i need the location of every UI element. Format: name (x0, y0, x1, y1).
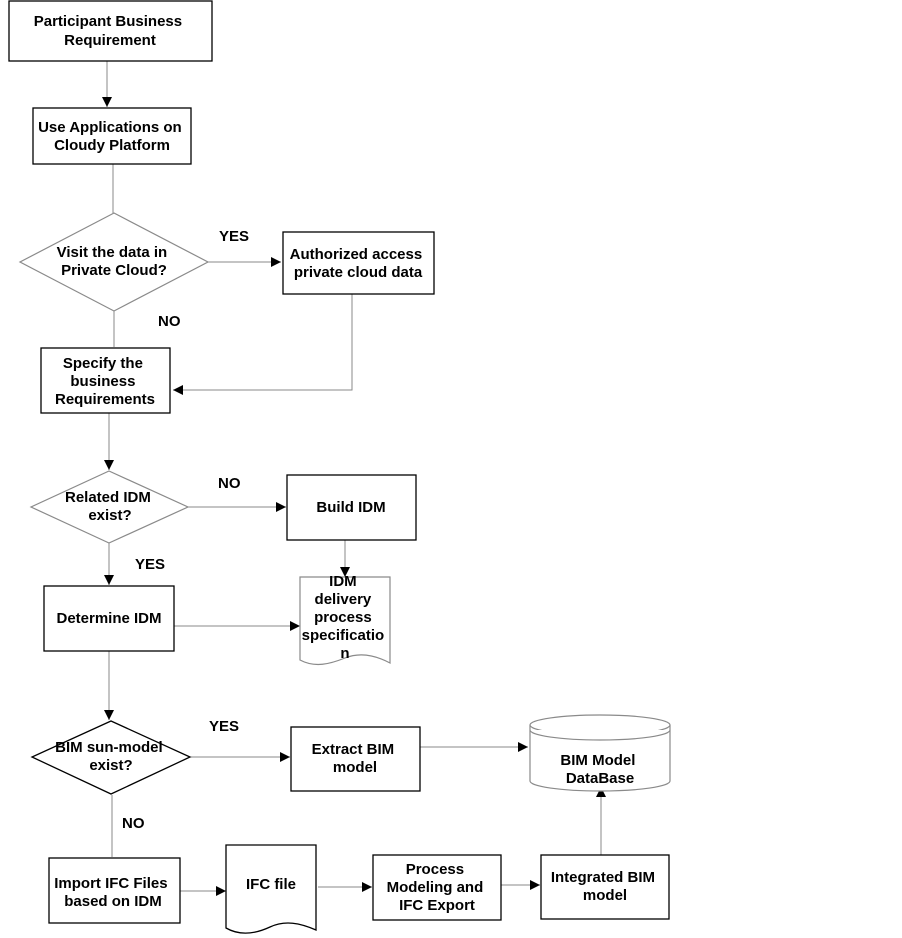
label-related-idm-exist: Related IDM exist? (65, 489, 155, 524)
label-idm-spec: IDM delivery process specificatio n (302, 573, 389, 662)
label-authorized-access: Authorized access private cloud data (290, 246, 427, 281)
edge-label-private-cloud-no: NO (158, 313, 181, 330)
node-labels: Participant Business Requirement Use App… (34, 13, 659, 914)
document-shape-idm-spec (299, 576, 391, 666)
label-determine-idm: Determine IDM (56, 610, 161, 627)
edge-authorized-to-specify (173, 294, 353, 395)
connectors (102, 61, 606, 896)
process-box-authorized-access (282, 231, 435, 295)
label-specify-requirements: Specify the business Requirements (55, 355, 155, 408)
process-box-specify-requirements (40, 347, 171, 414)
edge-label-idm-exist-no: NO (218, 475, 241, 492)
edge-label-bim-exist-no: NO (122, 815, 145, 832)
decision-diamond-bim-submodel (30, 720, 192, 795)
process-box-extract-bim (290, 726, 421, 792)
decision-diamond-related-idm (29, 470, 190, 544)
process-box-build-idm (286, 474, 417, 541)
label-import-ifc: Import IFC Files based on IDM (54, 875, 172, 910)
process-box-use-applications (32, 107, 192, 165)
database-cylinder-bim-model (529, 714, 671, 792)
process-box-determine-idm (43, 585, 175, 652)
label-bim-submodel-exist: BIM sun-model exist? (55, 739, 167, 774)
document-shape-ifc-file (225, 844, 317, 934)
decision-diamond-visit-private-cloud (18, 212, 210, 312)
shapes (8, 0, 671, 934)
label-process-modeling: Process Modeling and IFC Export (387, 861, 488, 914)
process-box-integrated-bim (540, 854, 670, 920)
label-integrated-bim: Integrated BIM model (551, 869, 659, 904)
label-visit-private-cloud: Visit the data in Private Cloud? (57, 244, 172, 279)
label-bim-database: BIM Model DataBase (560, 752, 639, 787)
edge-label-idm-exist-yes: YES (135, 556, 165, 573)
edge-label-private-cloud-yes: YES (219, 228, 249, 245)
edge-labels: YES NO NO YES YES NO (122, 228, 249, 832)
process-box-process-modeling (372, 854, 502, 921)
label-build-idm: Build IDM (316, 499, 385, 516)
label-participant-requirement: Participant Business Requirement (34, 13, 187, 49)
label-ifc-file: IFC file (246, 876, 296, 893)
label-extract-bim: Extract BIM model (312, 741, 399, 776)
process-box-import-ifc (48, 857, 181, 924)
process-box-participant-requirement (8, 0, 213, 62)
label-use-applications: Use Applications on Cloudy Platform (38, 119, 186, 154)
edge-label-bim-exist-yes: YES (209, 718, 239, 735)
